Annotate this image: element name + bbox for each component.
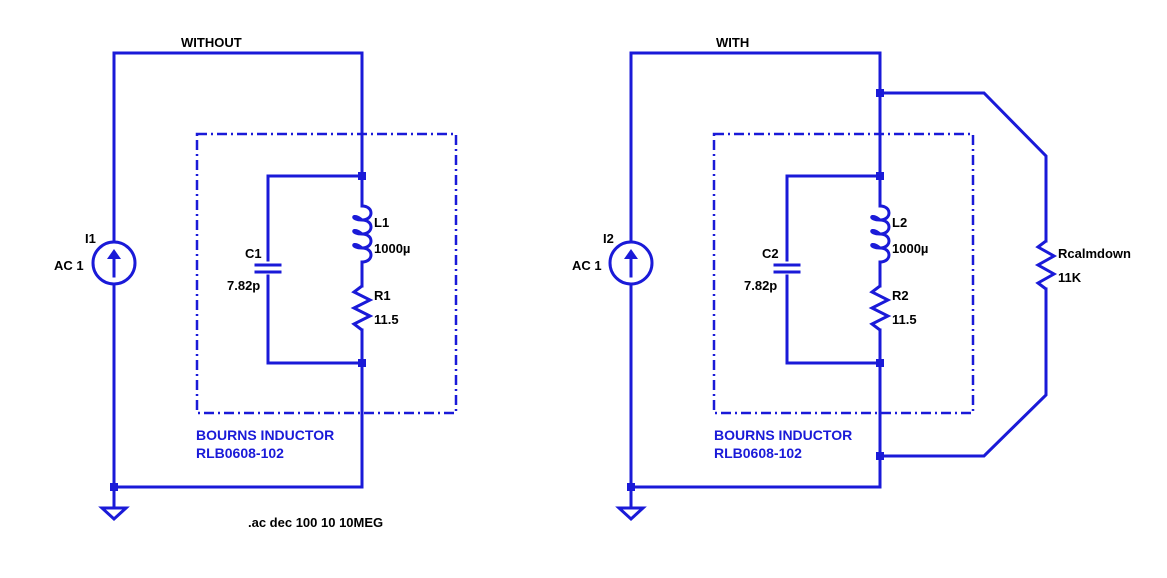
damping-resistor-value: 11K (1058, 270, 1082, 285)
wires-right (629, 51, 1048, 510)
box-label-line2: RLB0608-102 (196, 445, 284, 461)
damping-resistor-name: Rcalmdown (1058, 246, 1131, 261)
junction-dot (876, 89, 884, 97)
inductor-value: 1000µ (374, 241, 410, 256)
capacitor-name: C2 (762, 246, 779, 261)
circuit-with: I2 AC 1 C2 7.82p L2 1000µ R2 11.5 Rcalmd… (572, 35, 1131, 522)
current-source-i2 (608, 240, 654, 286)
junction-dot (358, 172, 366, 180)
inductor-l2 (870, 204, 891, 264)
box-label-line1: BOURNS INDUCTOR (714, 427, 852, 443)
capacitor-name: C1 (245, 246, 262, 261)
resistor-r1 (350, 284, 374, 332)
box-label-line2: RLB0608-102 (714, 445, 802, 461)
box-label-line1: BOURNS INDUCTOR (196, 427, 334, 443)
source-value: AC 1 (572, 258, 602, 273)
inductor-l1 (352, 204, 373, 264)
ground-symbol (615, 506, 647, 522)
resistor-value: 11.5 (374, 312, 399, 327)
source-value: AC 1 (54, 258, 84, 273)
resistor-value: 11.5 (892, 312, 917, 327)
source-name: I2 (603, 231, 614, 246)
resistor-name: R1 (374, 288, 391, 303)
capacitor-c1 (254, 263, 282, 274)
resistor-rcalmdown (1034, 239, 1058, 291)
junction-dot (876, 452, 884, 460)
inductor-name: L1 (374, 215, 389, 230)
junction-dot (627, 483, 635, 491)
inductor-value: 1000µ (892, 241, 928, 256)
junction-dot (110, 483, 118, 491)
capacitor-c2 (773, 263, 801, 274)
source-name: I1 (85, 231, 96, 246)
ground-symbol (98, 506, 130, 522)
title-without: WITHOUT (181, 35, 242, 50)
current-source-i1 (91, 240, 137, 286)
spice-directive: .ac dec 100 10 10MEG (248, 515, 383, 530)
circuit-without: I1 AC 1 C1 7.82p L1 1000µ R1 11.5 BOURNS… (54, 35, 458, 530)
resistor-r2 (868, 284, 892, 332)
title-with: WITH (716, 35, 749, 50)
inductor-package-box (195, 132, 458, 415)
capacitor-value: 7.82p (227, 278, 260, 293)
capacitor-value: 7.82p (744, 278, 777, 293)
junction-dot (876, 359, 884, 367)
inductor-name: L2 (892, 215, 907, 230)
inductor-package-box (712, 132, 975, 415)
resistor-name: R2 (892, 288, 909, 303)
junction-dot (876, 172, 884, 180)
junction-dot (358, 359, 366, 367)
